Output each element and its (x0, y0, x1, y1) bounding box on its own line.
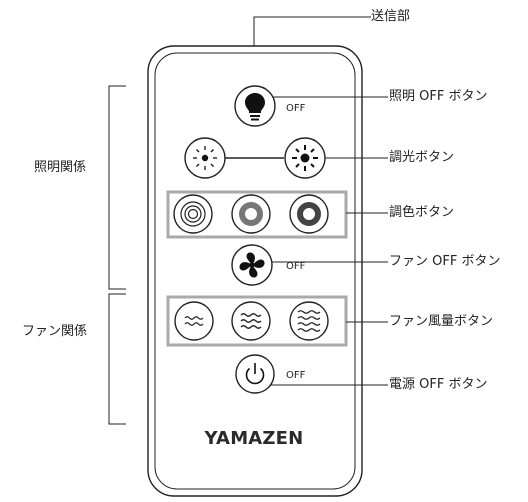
brand-logo: YAMAZEN (204, 428, 304, 449)
transmitter-label: 送信部 (371, 9, 411, 24)
fan-speed-button-group-box (166, 295, 348, 347)
dimmer-button-label: 調光ボタン (389, 150, 455, 165)
brightness-high-icon (292, 145, 318, 171)
power-off-text: OFF (286, 370, 306, 381)
lightbulb-icon (245, 93, 265, 121)
light-off-button[interactable] (234, 85, 276, 127)
leader-lines (225, 16, 388, 386)
fan-off-button-label: ファン OFF ボタン (389, 254, 501, 269)
fan-speed-low-button[interactable] (174, 301, 214, 341)
lighting-group-label: 照明関係 (34, 160, 87, 175)
fan-speed-high-button[interactable] (289, 301, 329, 341)
fan-group-label: ファン関係 (22, 324, 88, 339)
dimmer-up-button[interactable] (284, 137, 326, 179)
wind-icon (240, 313, 262, 329)
light-off-text: OFF (286, 103, 306, 114)
dimmer-down-button[interactable] (184, 137, 226, 179)
color-button-1[interactable] (173, 194, 213, 234)
ring-icon (180, 201, 206, 227)
fan-off-text: OFF (286, 261, 306, 272)
wind-icon (297, 310, 321, 332)
fan-icon (239, 252, 265, 278)
color-button-group-box (166, 190, 348, 239)
light-off-button-label: 照明 OFF ボタン (389, 89, 488, 104)
group-brackets (108, 85, 126, 425)
fan-speed-mid-button[interactable] (231, 301, 271, 341)
power-icon (245, 363, 265, 385)
ring-icon (239, 202, 263, 226)
brightness-low-icon (193, 146, 217, 170)
color-button-3[interactable] (289, 194, 329, 234)
remote-body (147, 45, 363, 497)
fan-speed-button-label: ファン風量ボタン (389, 314, 494, 329)
color-button-label: 調色ボタン (389, 205, 455, 220)
color-button-2[interactable] (231, 194, 271, 234)
ring-icon (297, 202, 321, 226)
fan-off-button[interactable] (231, 244, 273, 286)
power-off-button-label: 電源 OFF ボタン (389, 377, 488, 392)
power-off-button[interactable] (235, 354, 275, 394)
wind-icon (184, 316, 204, 326)
